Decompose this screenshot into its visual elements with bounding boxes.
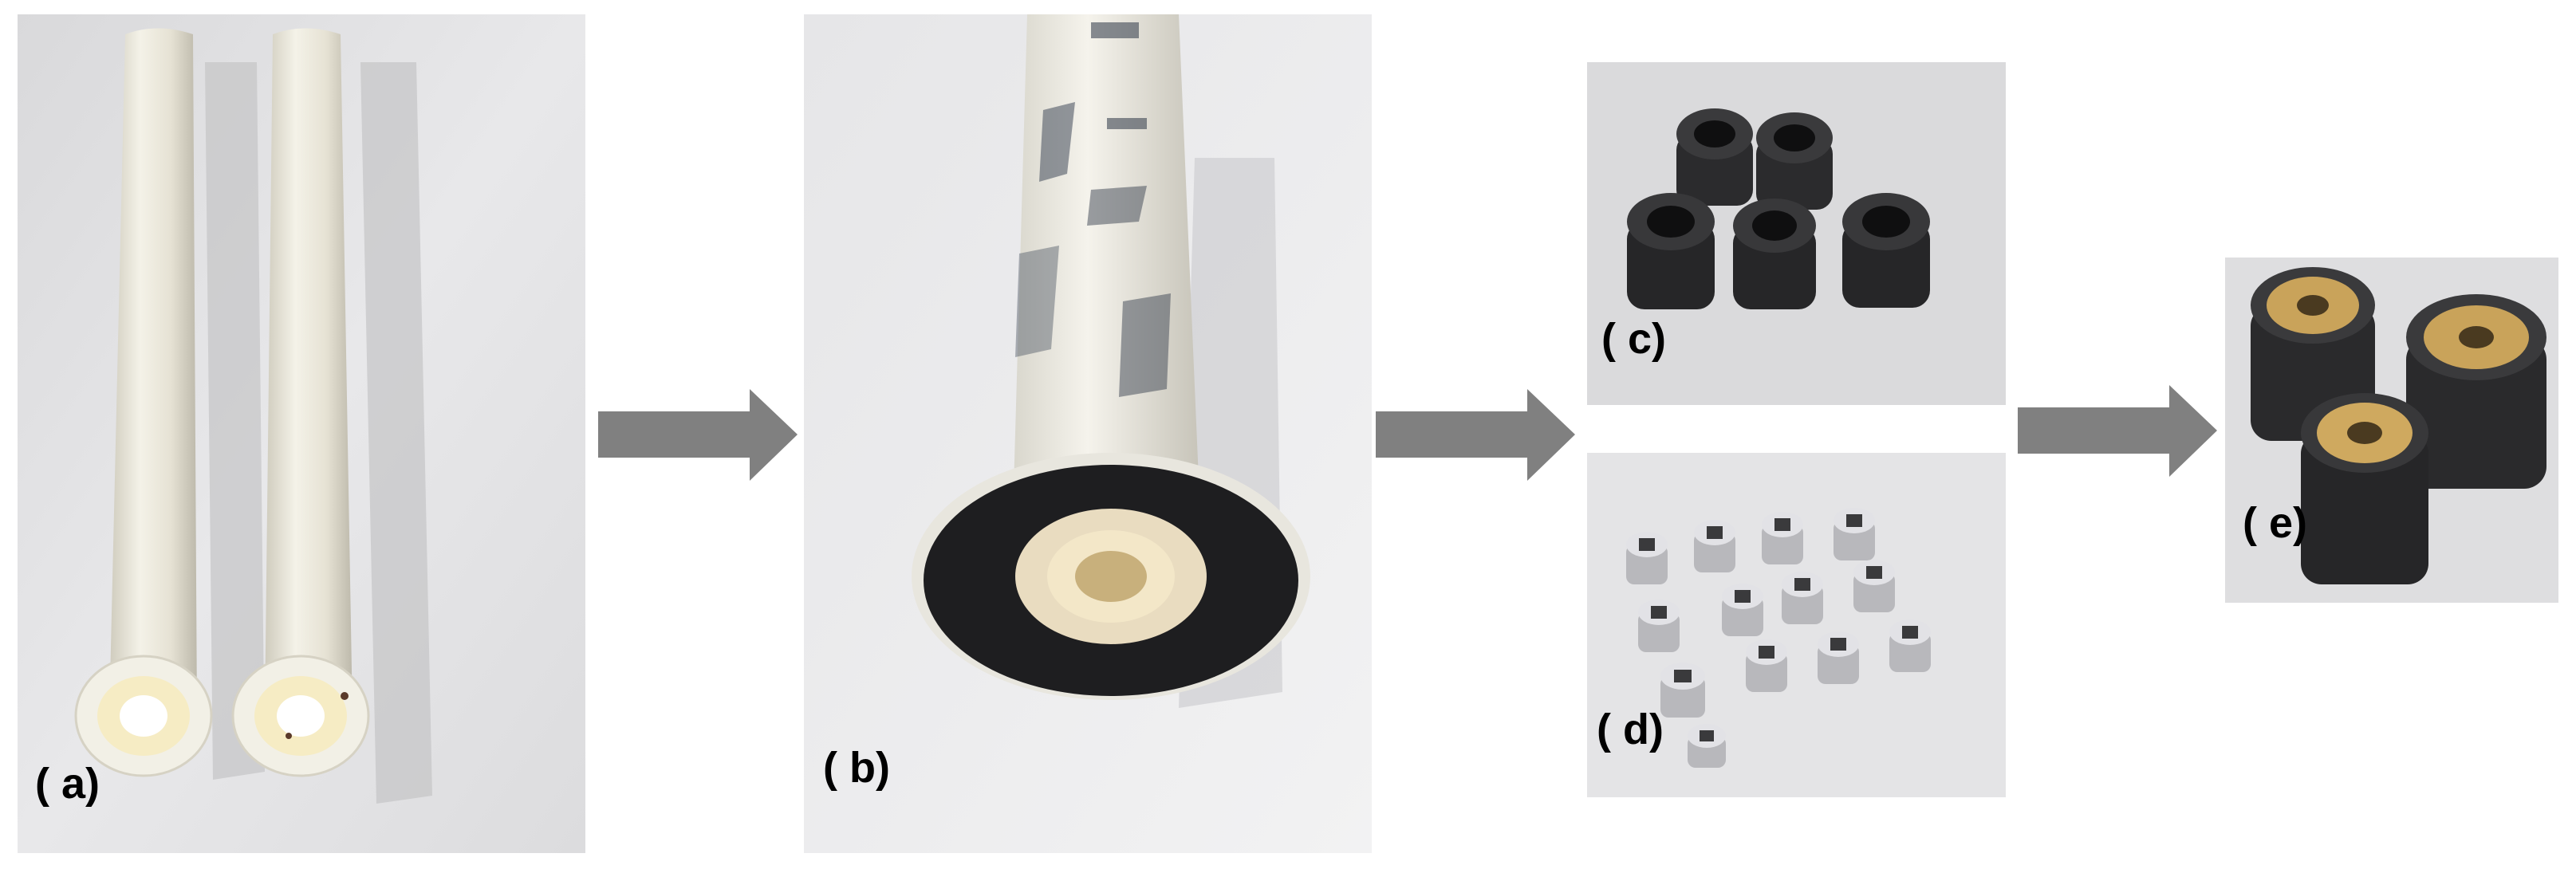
panel-a: ( a)	[18, 14, 585, 853]
panel-b-photo	[804, 14, 1372, 853]
black-rings	[1627, 108, 1930, 309]
insert-cylinders	[2251, 267, 2546, 584]
tube-right	[265, 28, 353, 716]
panel-label-b: ( b)	[823, 744, 890, 792]
panel-e: ( e)	[2225, 258, 2558, 603]
panel-b: ( b)	[804, 14, 1372, 853]
tube-left	[109, 28, 197, 716]
panel-d-photo	[1587, 453, 2006, 797]
panel-c-photo	[1587, 62, 2006, 405]
panel-c: ( c)	[1587, 62, 2006, 405]
arrow-right-icon	[2018, 385, 2217, 477]
panel-label-e: ( e)	[2243, 499, 2307, 547]
panel-d: ( d)	[1587, 453, 2006, 797]
panel-label-c: ( c)	[1601, 315, 1666, 363]
panel-label-d: ( d)	[1597, 706, 1664, 753]
metal-nuts	[1626, 508, 1931, 768]
panel-e-photo	[2225, 258, 2558, 603]
arrow-right-icon	[1376, 389, 1575, 481]
panel-label-a: ( a)	[35, 760, 100, 808]
panel-a-photo	[18, 14, 585, 853]
arrow-right-icon	[598, 389, 798, 481]
